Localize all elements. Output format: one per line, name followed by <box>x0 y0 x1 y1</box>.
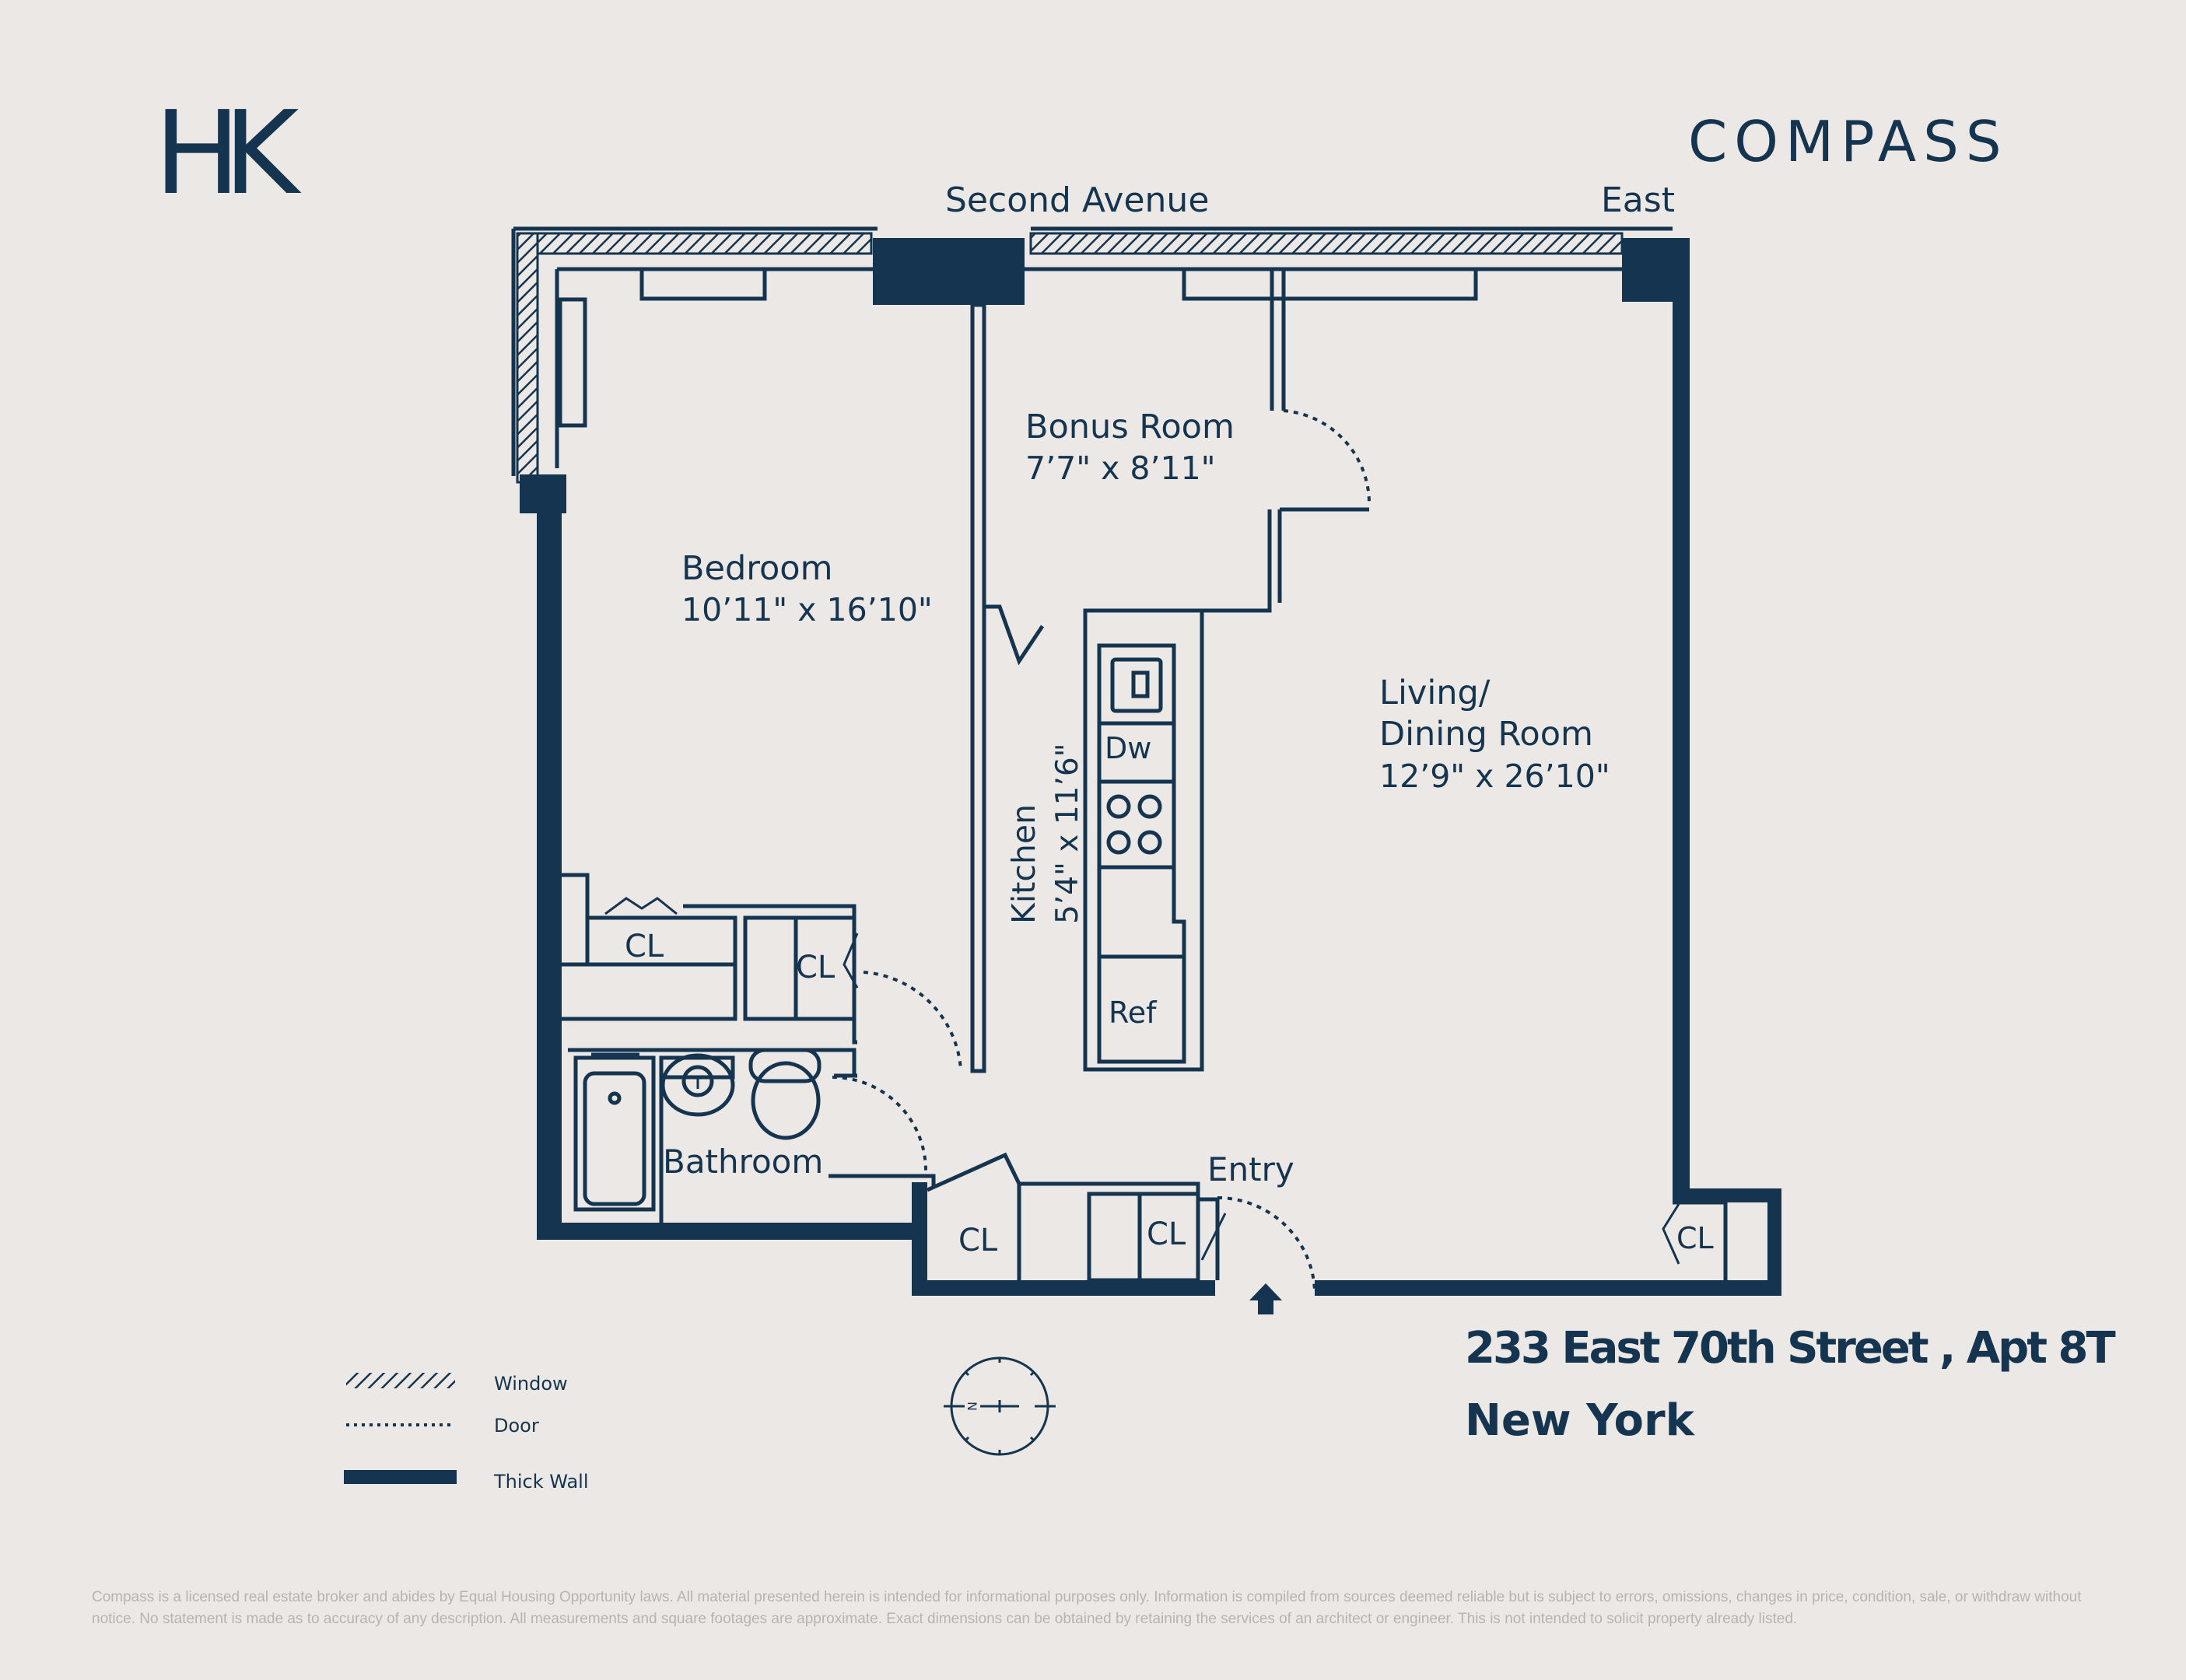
legend: Window Door Thick Wall <box>344 1373 589 1493</box>
room-name-entry: Entry <box>1207 1150 1294 1188</box>
interior-walls <box>511 226 1728 1292</box>
room-name-bonus-room: Bonus Room <box>1025 408 1235 446</box>
legend-window-label: Window <box>494 1373 568 1395</box>
compass-logo: COMPASS <box>1688 109 2009 174</box>
legend-thick-wall-label: Thick Wall <box>493 1471 589 1493</box>
entry-arrow-icon <box>1249 1283 1282 1314</box>
room-name-bathroom: Bathroom <box>663 1143 823 1181</box>
legend-window-swatch <box>346 1373 455 1388</box>
closet-label: CL <box>1676 1221 1714 1255</box>
hk-logo: HK <box>154 86 319 220</box>
closet-label: CL <box>1147 1216 1186 1252</box>
room-dims-bedroom: 10’11" x 16’10" <box>681 591 933 628</box>
room-name-living-line1: Living/ <box>1379 674 1491 712</box>
room-name-kitchen: Kitchen <box>1005 804 1042 924</box>
room-name-bedroom: Bedroom <box>681 549 833 588</box>
windows <box>516 232 1624 484</box>
legal-disclaimer: Compass is a licensed real estate broker… <box>92 1589 2082 1627</box>
closet-label: CL <box>796 950 836 985</box>
legend-door-label: Door <box>494 1415 539 1437</box>
street-label-second-avenue: Second Avenue <box>945 180 1209 220</box>
closet-label: CL <box>625 929 664 964</box>
dishwasher-label: Dw <box>1105 731 1151 765</box>
svg-text:HK: HK <box>154 86 302 220</box>
room-name-living-line2: Dining Room <box>1379 715 1593 754</box>
room-dims-living: 12’9" x 26’10" <box>1379 758 1610 795</box>
closet-label: CL <box>958 1223 998 1258</box>
compass-north-letter: N <box>965 1402 979 1411</box>
svg-text:COMPASS: COMPASS <box>1688 109 2009 174</box>
room-dims-bonus-room: 7’7" x 8’11" <box>1025 450 1216 487</box>
thick-walls <box>520 238 1781 1296</box>
address-line1: 233 East 70th Street , Apt 8T <box>1465 1323 2115 1374</box>
street-label-east: East <box>1601 180 1675 220</box>
room-dims-kitchen: 5’4" x 11’6" <box>1050 743 1085 924</box>
refrigerator-label: Ref <box>1109 996 1158 1030</box>
legend-thick-wall-swatch <box>344 1470 457 1484</box>
address-line2: New York <box>1465 1395 1696 1446</box>
compass-rose-icon <box>944 1356 1056 1456</box>
